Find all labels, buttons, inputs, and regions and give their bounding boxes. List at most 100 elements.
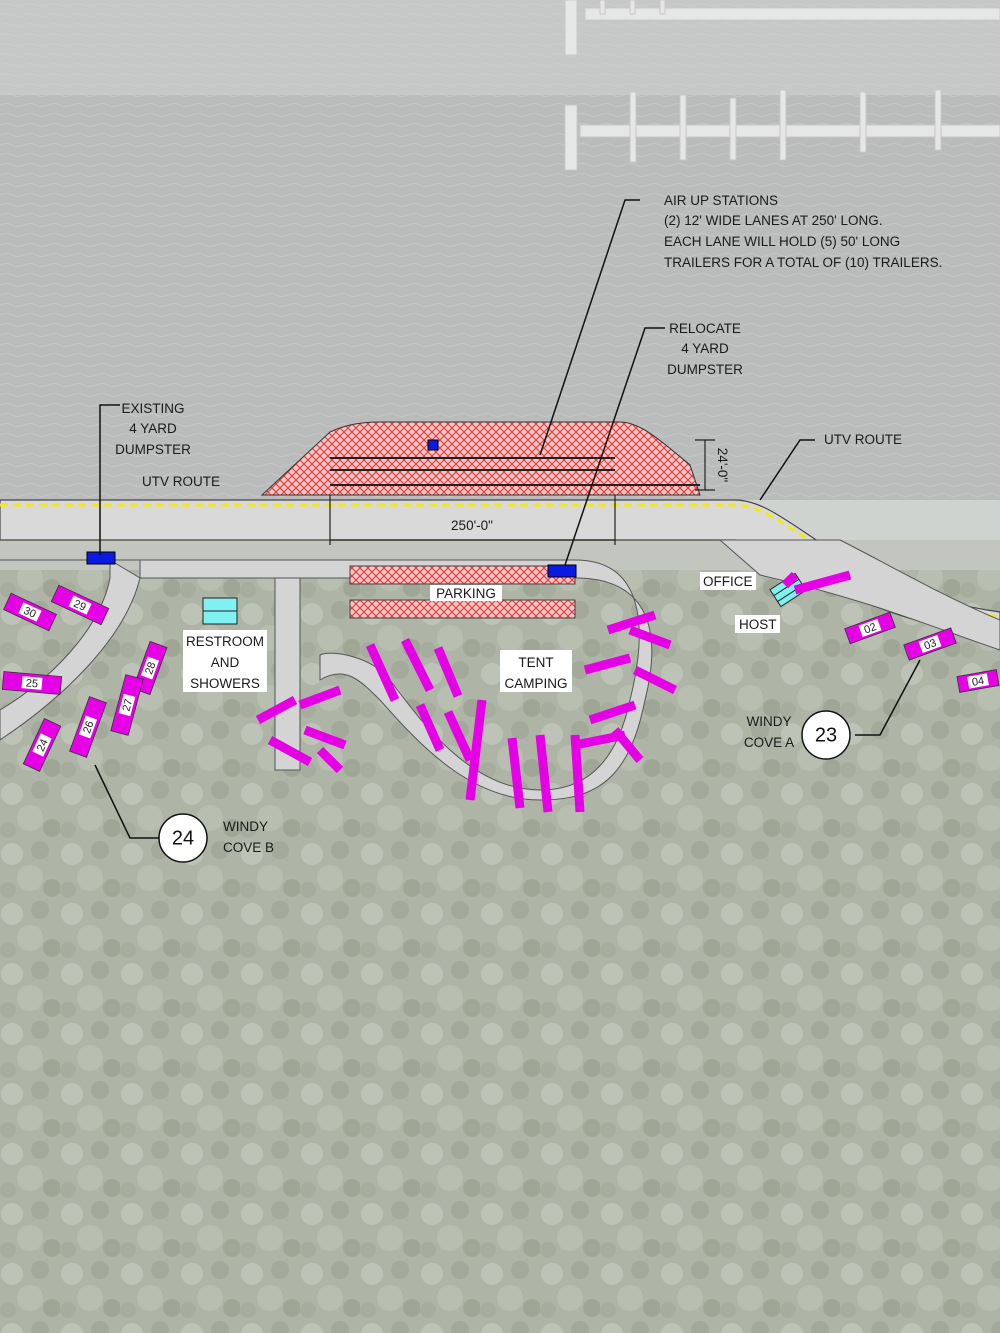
campsite-26: 26 (69, 696, 107, 758)
campsite-spur (535, 734, 553, 813)
campsite-number: 24 (35, 737, 51, 753)
campsite-spur (588, 700, 637, 725)
campsite-number-bg (78, 715, 98, 739)
svg-text:EXISTING: EXISTING (121, 401, 184, 416)
dumpster-icon-relocate (547, 564, 577, 578)
svg-text:WINDY: WINDY (223, 819, 268, 834)
campsite-03: 03 (903, 627, 957, 661)
campsite-04: 04 (956, 669, 1000, 693)
svg-text:CAMPING: CAMPING (504, 676, 567, 691)
cove-a-badge: 23 (801, 710, 851, 760)
campsite-24: 24 (22, 718, 62, 772)
campsite-number-bg (21, 676, 43, 690)
utv-route-label-right: UTV ROUTE (824, 432, 902, 447)
dim-width-label: 24'-0" (715, 448, 730, 483)
svg-text:RESTROOM: RESTROOM (186, 634, 264, 649)
campsite-spur (611, 727, 644, 763)
svg-text:TRAILERS FOR A TOTAL OF (10) T: TRAILERS FOR A TOTAL OF (10) TRAILERS. (664, 255, 942, 270)
parking-label-bg (430, 585, 502, 601)
restroom-label-bg (183, 630, 267, 692)
campsite-spur (583, 653, 632, 675)
campsite-number-bg (918, 634, 942, 654)
svg-text:DUMPSTER: DUMPSTER (667, 362, 743, 377)
windy-cove-b-label: WINDY COVE B (223, 819, 274, 855)
svg-text:WINDY: WINDY (747, 714, 792, 729)
dimension-lines (329, 439, 715, 545)
cove-b-badge: 24 (158, 813, 208, 863)
campsite-spur (628, 625, 672, 650)
svg-text:COVE B: COVE B (223, 840, 274, 855)
svg-text:EACH LANE WILL HOLD (5) 50' LO: EACH LANE WILL HOLD (5) 50' LONG (664, 234, 900, 249)
svg-text:4 YARD: 4 YARD (681, 341, 729, 356)
svg-text:SHOWERS: SHOWERS (190, 676, 260, 691)
dim-length-label: 250'-0" (451, 518, 493, 533)
air-up-lanes (330, 457, 700, 486)
office-label-bg (700, 572, 756, 590)
campsite-number: 27 (120, 698, 135, 713)
dumpster-icon-existing (86, 551, 116, 565)
relocate-dumpster-label: RELOCATE 4 YARD DUMPSTER (667, 321, 743, 377)
host-label: HOST (739, 617, 777, 632)
campsite-number: 29 (72, 598, 88, 614)
svg-text:AND: AND (211, 655, 240, 670)
campsite-29: 29 (50, 584, 110, 626)
campsite-number-bg (68, 595, 92, 615)
svg-text:24: 24 (172, 827, 194, 849)
svg-text:(2) 12' WIDE LANES AT 250' LON: (2) 12' WIDE LANES AT 250' LONG. (664, 213, 883, 228)
campsite-number-bg (32, 733, 52, 757)
campsite-27: 27 (110, 674, 144, 736)
campsite-number: 04 (971, 675, 985, 689)
campsite-spur (316, 746, 344, 774)
svg-text:RELOCATE: RELOCATE (669, 321, 741, 336)
campsite-spur (433, 646, 463, 698)
dumpster-icon-new (427, 439, 439, 451)
parking-area-2 (349, 599, 576, 619)
office-label: OFFICE (703, 574, 753, 589)
campsite-spur (303, 725, 347, 750)
windy-cove-a-label: WINDY COVE A (744, 714, 794, 750)
campsite-number: 02 (863, 621, 879, 636)
svg-text:AIR UP STATIONS: AIR UP STATIONS (664, 193, 778, 208)
campsite-spur (443, 710, 475, 762)
campsite-number: 03 (923, 637, 939, 652)
svg-text:DUMPSTER: DUMPSTER (115, 442, 191, 457)
campsite-number: 26 (81, 720, 96, 736)
svg-text:COVE A: COVE A (744, 735, 794, 750)
air-up-label: AIR UP STATIONS (2) 12' WIDE LANES AT 25… (664, 193, 942, 270)
campsite-spur (365, 643, 400, 702)
campsite-02: 02 (844, 611, 896, 645)
numbered-campsites: 30 29 28 25 27 26 24 02 03 04 (1, 584, 1000, 772)
campsite-number: 30 (22, 605, 38, 621)
campsite-number-bg (18, 602, 42, 622)
parking-area-1 (349, 565, 576, 585)
restroom-label: RESTROOM AND SHOWERS (186, 634, 264, 691)
campsite-number: 28 (143, 661, 158, 677)
marina-docks (564, 0, 1000, 171)
campsite-spur (606, 610, 657, 635)
tent-camping-label: TENT CAMPING (504, 655, 567, 691)
campsite-spur (465, 699, 487, 801)
parking-label: PARKING (436, 586, 496, 601)
campsite-number-bg (967, 673, 989, 689)
svg-text:TENT: TENT (518, 655, 553, 670)
existing-dumpster-label: EXISTING 4 YARD DUMPSTER (115, 401, 191, 457)
campsite-number-bg (140, 656, 160, 680)
campsite-30: 30 (3, 592, 57, 632)
campsite-spur (267, 736, 313, 766)
campsite-spur (400, 637, 435, 693)
campsite-spur (415, 703, 445, 752)
campsite-number-bg (118, 693, 136, 717)
campsite-number: 25 (25, 677, 38, 690)
campsite-25: 25 (1, 671, 63, 695)
leader-lines (94, 199, 921, 839)
host-label-bg (735, 615, 780, 633)
campsite-spurs (255, 570, 852, 813)
campsite-spur (255, 696, 298, 724)
utv-route-label-left: UTV ROUTE (142, 474, 220, 489)
campsite-spur (632, 665, 678, 695)
campsite-spur (298, 685, 342, 710)
svg-text:4 YARD: 4 YARD (129, 421, 177, 436)
campsite-spur (781, 571, 799, 589)
campsite-spur (507, 737, 525, 809)
